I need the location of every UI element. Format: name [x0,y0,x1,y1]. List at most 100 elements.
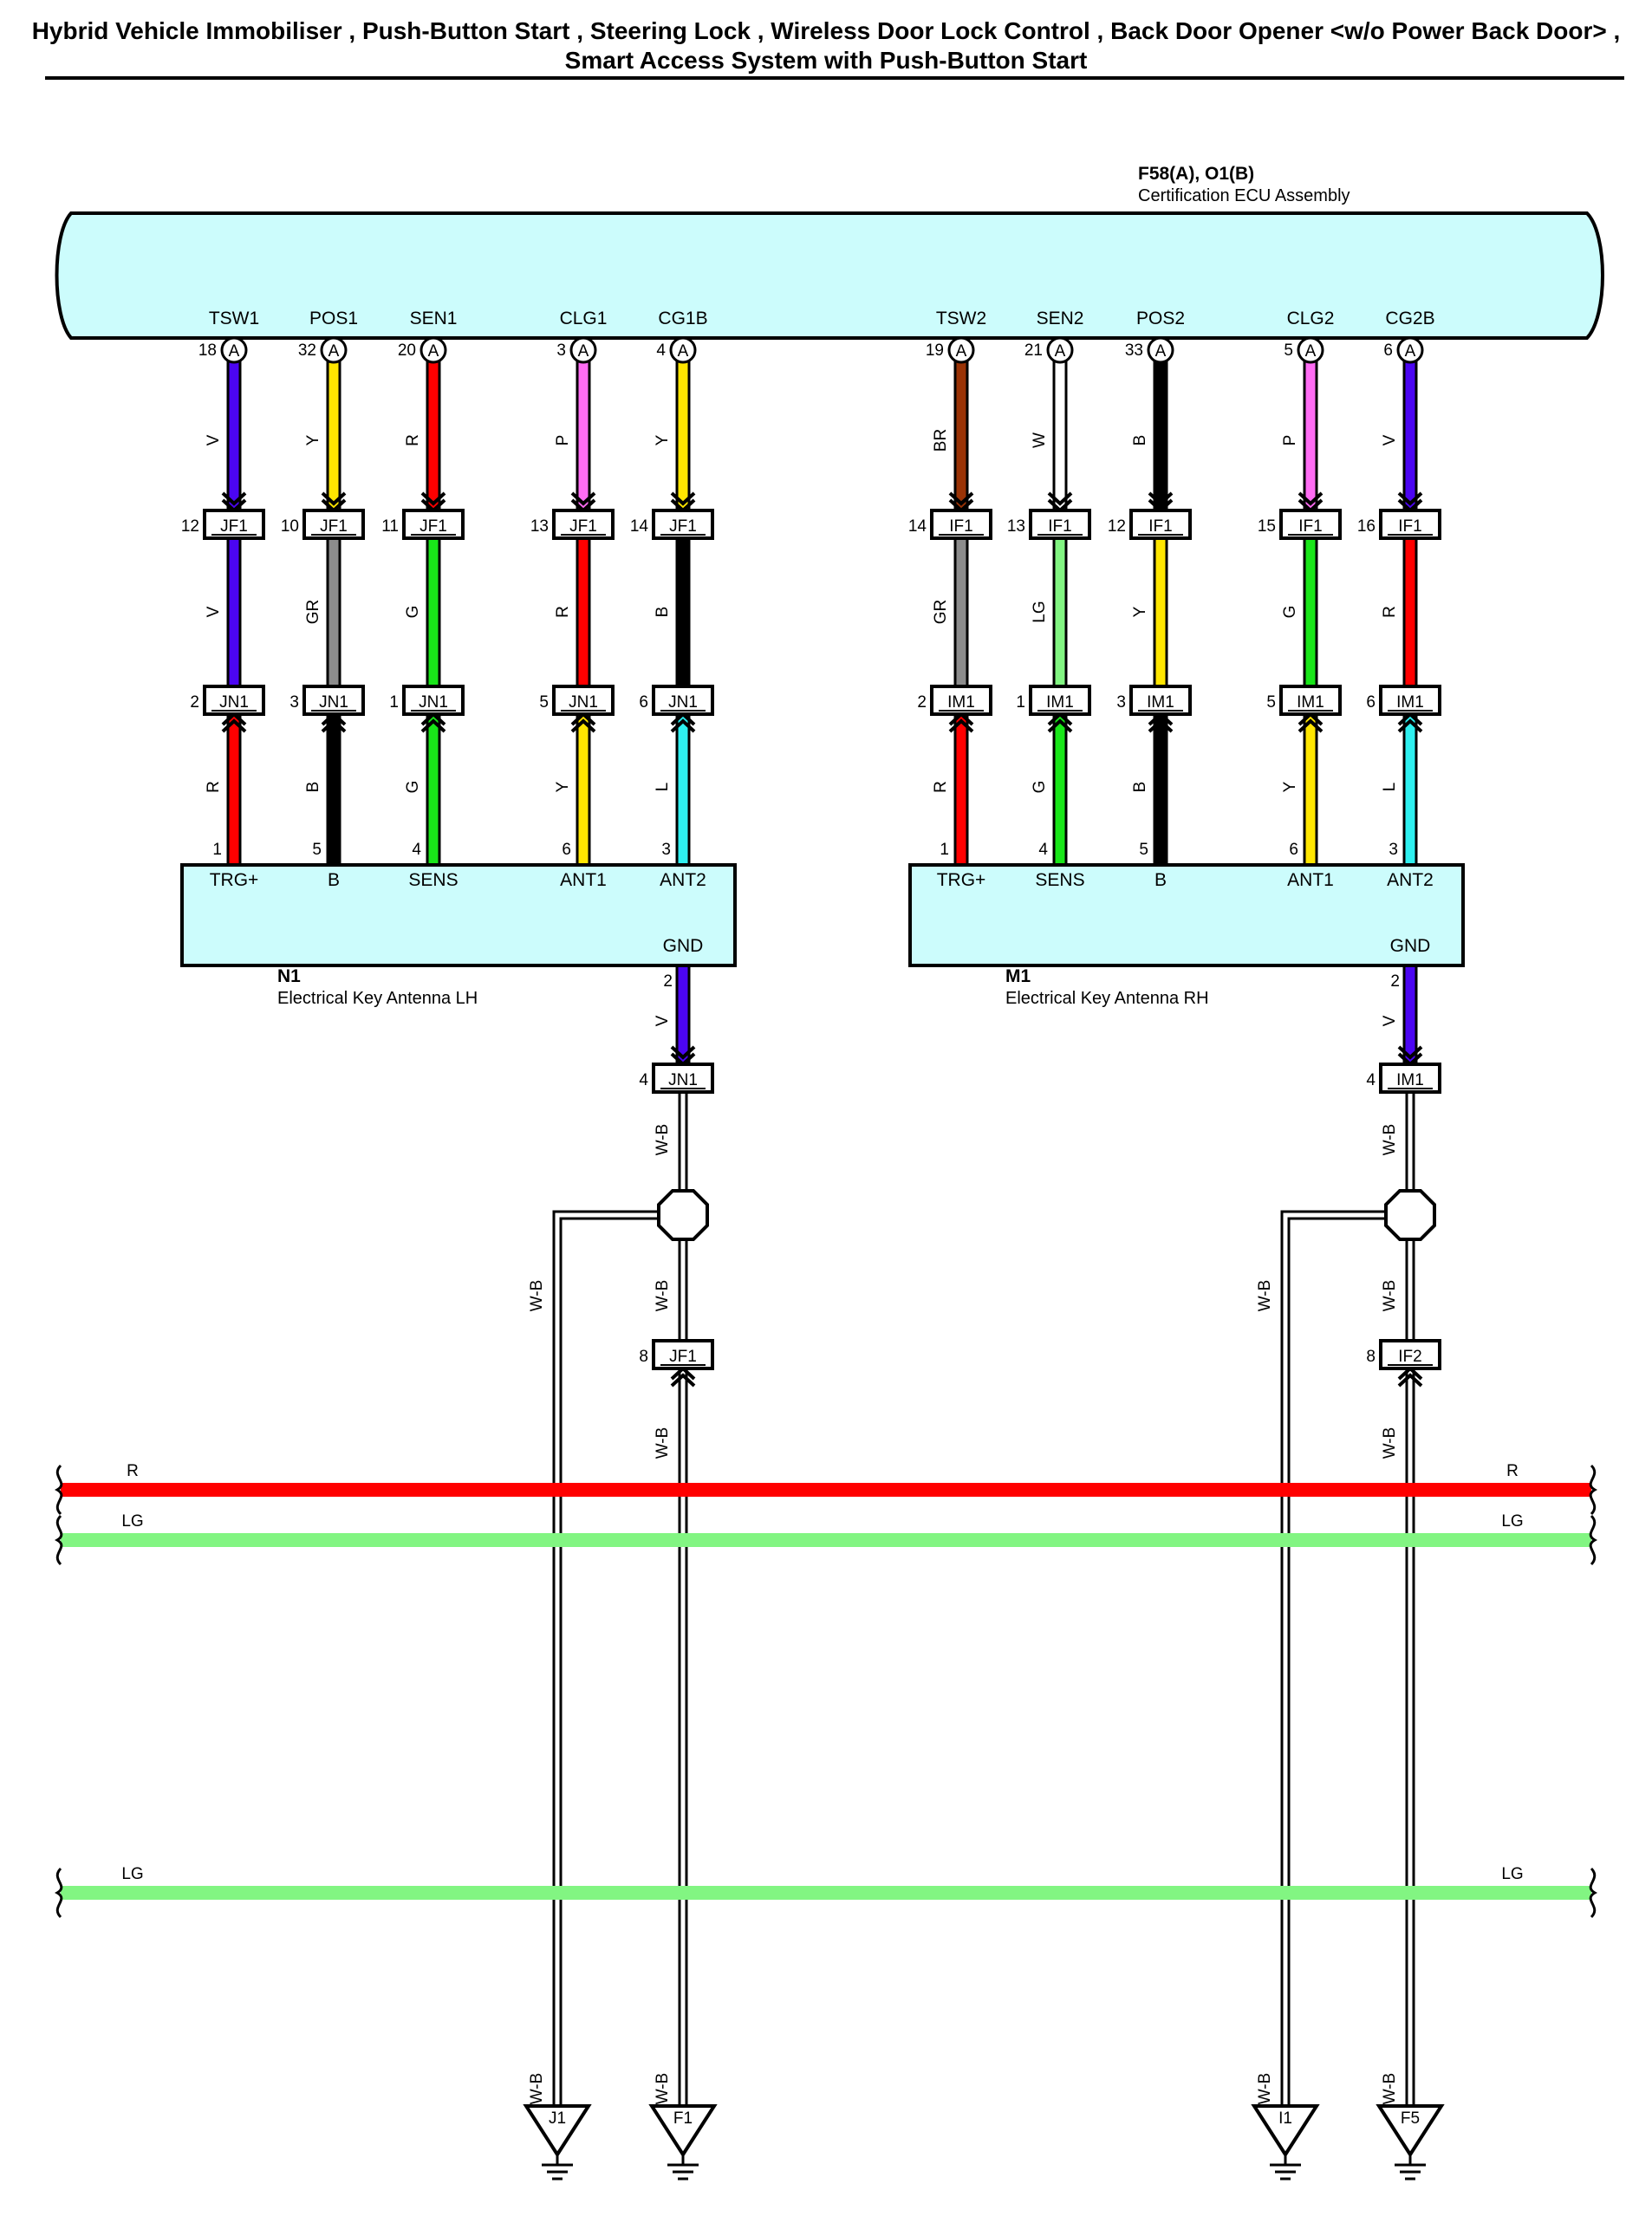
wire-color-label: G [1031,781,1049,794]
bus-break-right [1589,1514,1598,1566]
wb-label: W-B [1381,2073,1399,2105]
wb-label: W-B [654,1124,672,1156]
ecu-pin-number: 19 [926,341,944,360]
junction-upper-name: JF1 [220,517,248,536]
junction-lower-pin: 5 [539,693,549,712]
ecu-pin-number: 18 [198,341,217,360]
junction-upper-box [1379,509,1441,540]
bus-break-left [54,1464,63,1516]
ground-point [1251,2104,1320,2158]
antenna-pin-number: 1 [940,841,949,859]
ecu-pin-number: 5 [1284,341,1293,360]
ground-point [1376,2104,1445,2158]
junction-lower-name: JN1 [668,693,698,712]
wire-color-label: Y [1131,606,1149,617]
wire-color-label: R [205,781,223,793]
wire-color-label: B [1131,782,1149,793]
junction-lower-pin: 2 [917,693,927,712]
antenna-name: Electrical Key Antenna RH [1005,989,1209,1008]
wire-color-label: P [1281,435,1299,446]
junction-lower-name: IM1 [1046,693,1074,712]
ground-junction-top-pin: 4 [639,1071,648,1089]
ground-wiring [552,1092,1415,2106]
wire-color-label: R [932,781,950,793]
junction-upper-name: IF1 [1048,517,1071,536]
junction-upper-name: IF1 [1148,517,1172,536]
ecu-connector-letter: A [956,342,967,361]
wb-label: W-B [1256,2073,1274,2105]
ground-junction-bottom-name: JF1 [669,1348,697,1366]
ground-junction-bottom-pin: 8 [639,1348,648,1366]
wb-label: W-B [654,1280,672,1312]
bus-label-right: LG [1501,1512,1523,1531]
antenna-pin-number: 5 [1139,841,1148,859]
bus-label-right: LG [1501,1865,1523,1883]
ecu-connector-letter: A [1155,342,1167,361]
ecu-pin-circle [669,336,697,364]
ground-wire-label: V [654,1015,672,1026]
antenna-gnd-pin: 2 [1390,972,1400,991]
wire-color-label: P [554,435,572,446]
bus-break-right [1589,1867,1598,1919]
antenna-body-n1 [180,863,737,967]
junction-upper-pin: 14 [630,517,649,536]
wb-label: W-B [528,2073,546,2105]
ground-junction-bottom-name: IF2 [1398,1348,1421,1366]
junction-upper-pin: 16 [1357,517,1376,536]
ecu-signal-label: SEN1 [410,309,458,328]
junction-upper-name: JF1 [320,517,348,536]
wb-label: W-B [654,2073,672,2105]
ecu-connector-letter: A [1055,342,1066,361]
junction-upper-pin: 12 [1108,517,1126,536]
junction-lower-pin: 3 [1116,693,1126,712]
junction-upper-box [1129,509,1192,540]
wire-color-label: Y [304,434,322,445]
antenna-gnd-pin: 2 [663,972,673,991]
antenna-signal-label: SENS [1035,870,1084,890]
ecu-pin-circle [1297,336,1324,364]
junction-lower-box [652,685,714,716]
antenna-pin-number: 5 [312,841,322,859]
antenna-signal-label: SENS [408,870,458,890]
junction-upper-box [302,509,365,540]
ecu-body [55,211,1604,340]
wire-color-label: GR [932,600,950,625]
antenna-pin-number: 6 [562,841,571,859]
junction-upper-pin: 12 [181,517,199,536]
diagram-title-line1: Hybrid Vehicle Immobiliser , Push-Button… [32,17,1621,44]
ecu-connector-letter: A [328,342,340,361]
junction-upper-name: IF1 [1298,517,1322,536]
ecu-signal-label: CLG1 [560,309,608,328]
splice-point [1384,1189,1436,1241]
antenna-pin-number: 3 [661,841,671,859]
bus-break-left [54,1514,63,1566]
ecu-connector-letter: A [1305,342,1317,361]
ground-point [648,2104,718,2158]
diagram-title-line2: Smart Access System with Push-Button Sta… [565,47,1088,74]
antenna-signal-label: B [1154,870,1167,890]
junction-upper-pin: 13 [1007,517,1025,536]
junction-upper-pin: 13 [530,517,549,536]
ecu-pin-circle [1147,336,1174,364]
wire-color-label: R [1381,606,1399,618]
antenna-body-m1 [908,863,1465,967]
wire-color-label: R [404,434,422,446]
antenna-signal-label: TRG+ [210,870,259,890]
antenna-signal-label: TRG+ [937,870,986,890]
ecu-code: F58(A), O1(B) [1138,164,1254,184]
junction-upper-box [930,509,992,540]
wire-color-label: GR [304,600,322,625]
ecu-pin-circle [1396,336,1424,364]
wire-color-label: W [1031,432,1049,448]
wire-color-label: L [654,783,672,792]
antenna-signal-label: ANT2 [1387,870,1434,890]
antenna-gnd-label: GND [1390,936,1431,956]
junction-upper-box [402,509,465,540]
ecu-signal-label: POS2 [1136,309,1185,328]
wb-label: W-B [1381,1427,1399,1459]
ground-point-label: F1 [673,2109,693,2128]
junction-upper-box [1029,509,1091,540]
junction-lower-name: IM1 [947,693,975,712]
